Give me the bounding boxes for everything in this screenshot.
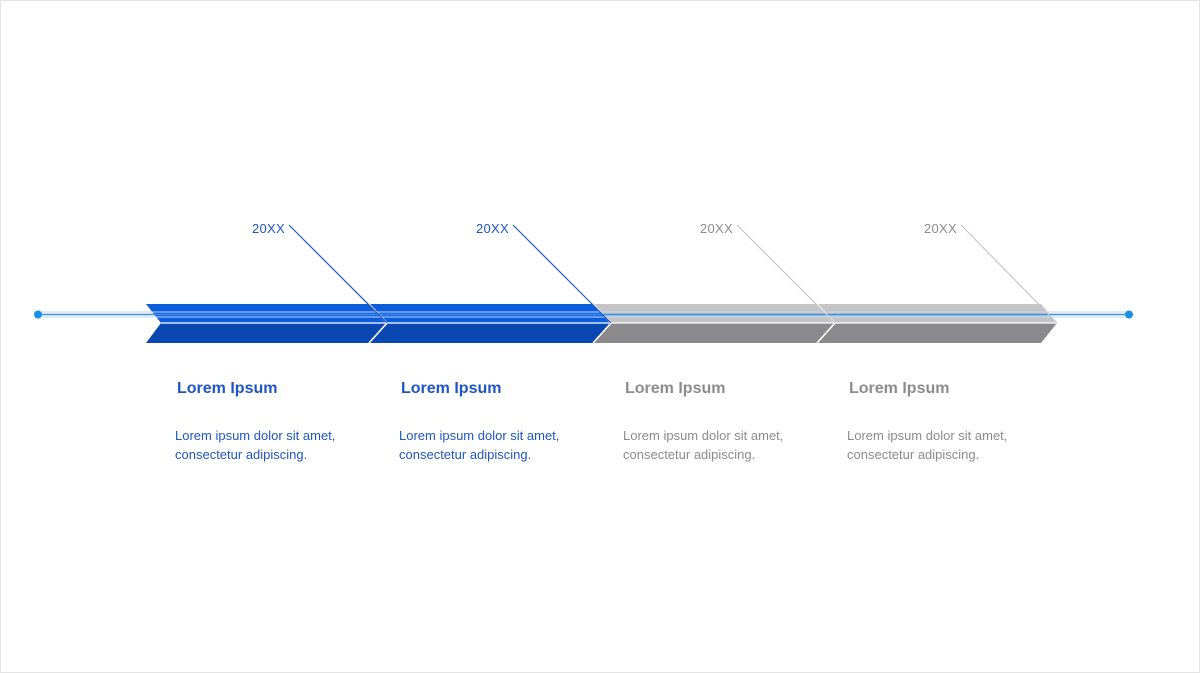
- stage-1-year: 20XX: [252, 221, 286, 236]
- stage-4-segment-top: [817, 304, 1057, 323]
- stage-1-segment-bottom: [146, 323, 387, 343]
- stage-1-segment-top: [146, 304, 387, 323]
- stage-2-connector: [512, 224, 612, 324]
- stage-3-connector: [736, 224, 836, 324]
- stage-2-segment-bottom: [369, 323, 611, 343]
- timeline-start-dot: [34, 310, 42, 319]
- stage-3-description: Lorem ipsum dolor sit amet, consectetur …: [623, 428, 784, 462]
- stage-1-title: Lorem Ipsum: [177, 380, 278, 397]
- stage-2-year: 20XX: [476, 221, 510, 236]
- stage-1-connector: [288, 224, 388, 324]
- stage-2-description: Lorem ipsum dolor sit amet, consectetur …: [399, 428, 560, 462]
- stage-4-segment-bottom: [817, 323, 1057, 343]
- timeline-segments: [146, 304, 1057, 343]
- stage-2-segment-top: [369, 304, 611, 323]
- stage-4-connector: [960, 224, 1058, 324]
- stage-3-title: Lorem Ipsum: [625, 380, 726, 397]
- timeline-end-dot: [1125, 310, 1133, 319]
- stage-3-segment-bottom: [593, 323, 835, 343]
- stage-3-year: 20XX: [700, 221, 734, 236]
- stage-2-title: Lorem Ipsum: [401, 380, 502, 397]
- stage-1-description: Lorem ipsum dolor sit amet, consectetur …: [175, 428, 336, 462]
- stage-4-title: Lorem Ipsum: [849, 380, 950, 397]
- stage-4-year: 20XX: [924, 221, 958, 236]
- stage-3-segment-top: [593, 304, 835, 323]
- stage-4-description: Lorem ipsum dolor sit amet, consectetur …: [847, 428, 1008, 462]
